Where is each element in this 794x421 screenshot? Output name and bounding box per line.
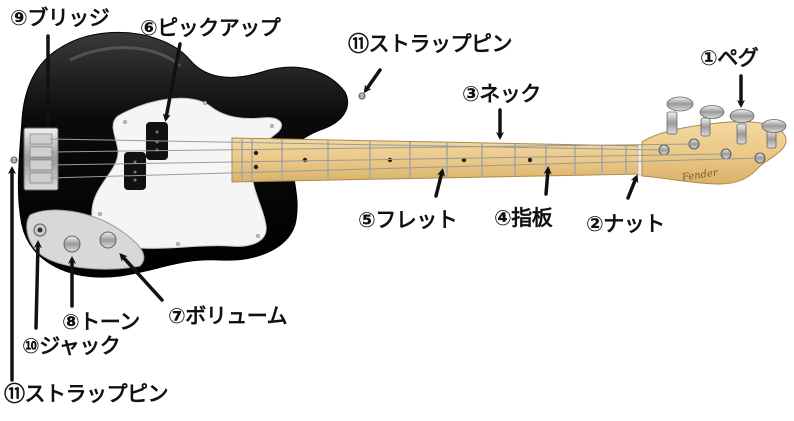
label-strap-pin-bottom: ⑪ストラップピン bbox=[4, 382, 169, 406]
tone-knob bbox=[63, 235, 81, 253]
strings bbox=[49, 138, 761, 179]
label-bridge: ⑨ブリッジ bbox=[10, 6, 110, 30]
neck bbox=[231, 137, 641, 183]
label-pickup: ⑥ピックアップ bbox=[140, 16, 281, 40]
frets bbox=[241, 138, 627, 182]
pickguard bbox=[91, 97, 282, 249]
tuning-pegs bbox=[666, 96, 787, 149]
label-neck: ③ネック bbox=[462, 82, 541, 106]
control-plate bbox=[26, 209, 145, 270]
pointer-arrows bbox=[8, 34, 745, 382]
label-volume: ⑦ボリューム bbox=[168, 304, 288, 328]
label-fingerboard: ④指板 bbox=[494, 206, 553, 230]
bridge bbox=[23, 127, 59, 191]
label-fret: ⑤フレット bbox=[358, 208, 458, 232]
volume-knob bbox=[99, 231, 117, 249]
strap-pin-bottom bbox=[10, 156, 18, 164]
output-jack bbox=[33, 223, 47, 237]
headstock bbox=[641, 121, 787, 185]
headstock-logo: Fender bbox=[680, 167, 719, 183]
label-peg: ①ペグ bbox=[700, 46, 759, 70]
label-tone: ⑧トーン bbox=[62, 310, 140, 334]
label-nut: ②ナット bbox=[586, 212, 665, 236]
label-strap-pin-top: ⑪ストラップピン bbox=[348, 32, 513, 56]
label-jack: ⑩ジャック bbox=[22, 334, 121, 358]
strap-pin-top bbox=[358, 92, 366, 100]
